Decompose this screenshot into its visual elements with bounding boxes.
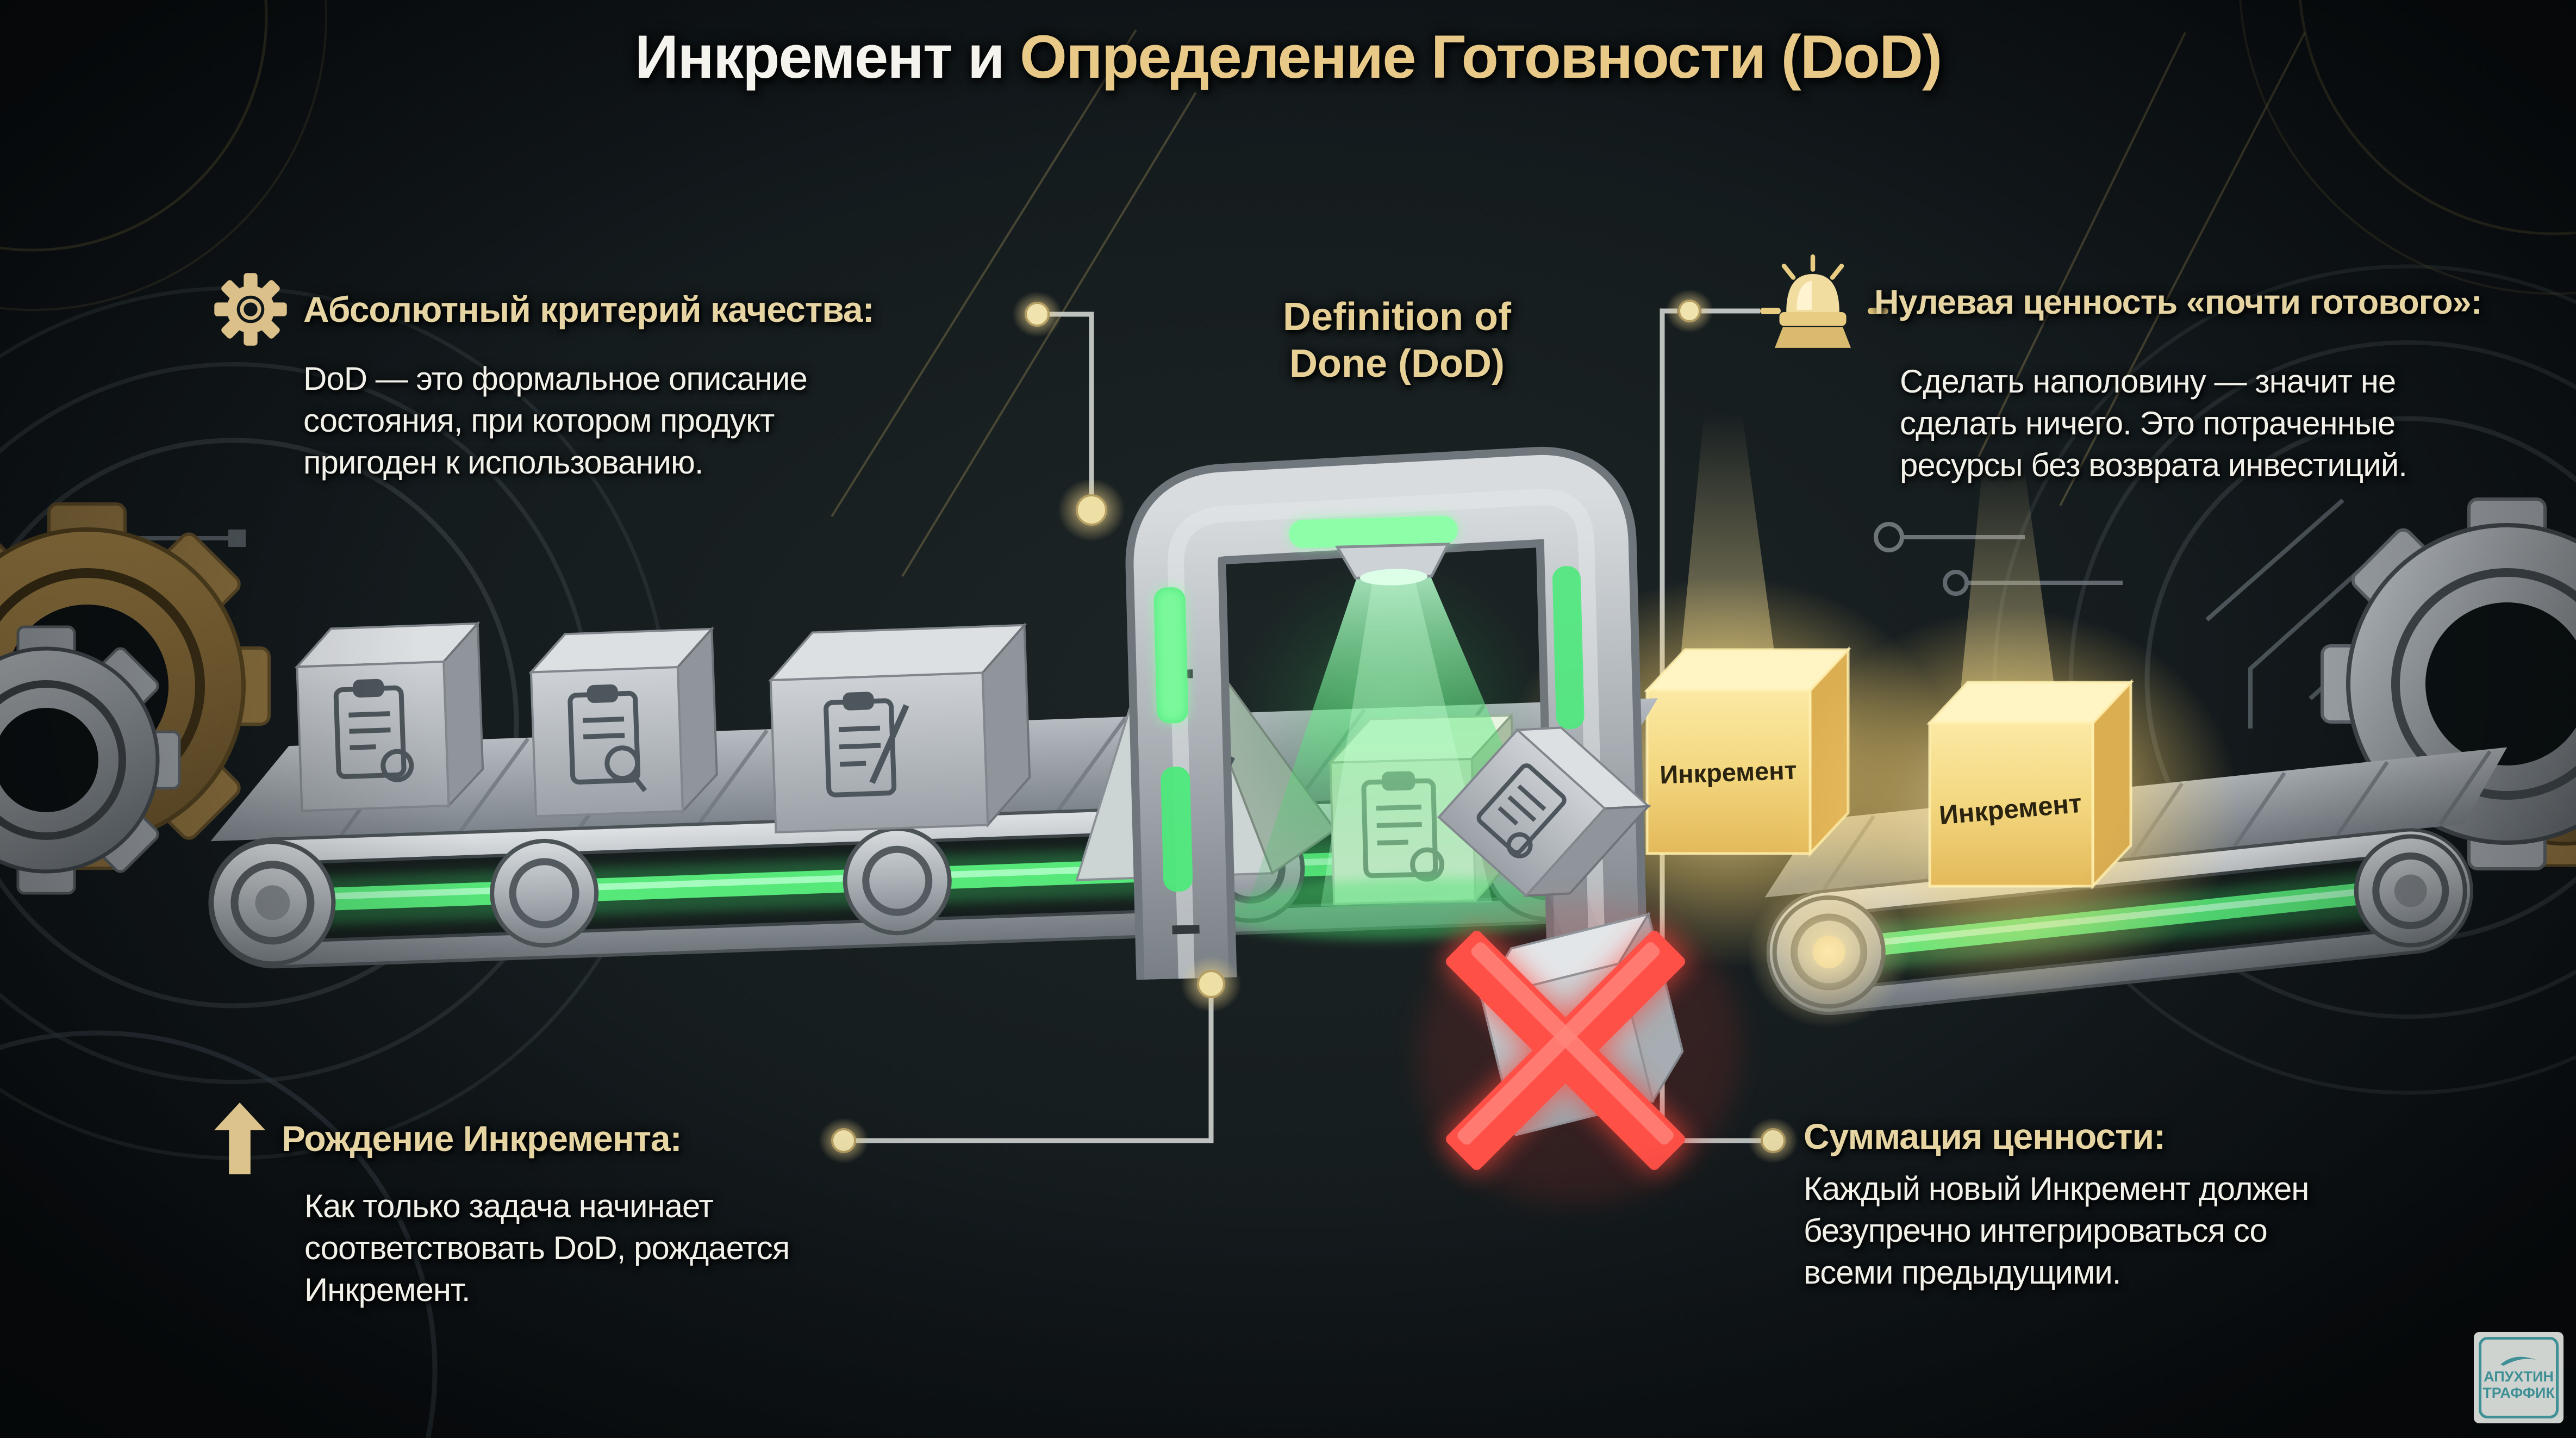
annotation-bottom-left: Рождение Инкремента: Как только задача н… [213,1103,790,1311]
clipboard-search-icon [567,684,647,793]
title-part-gold: Определение Готовности (DoD) [1019,23,1942,91]
annotation-heading: Рождение Инкремента: [282,1118,682,1159]
watermark-badge: АПУХТИН ТРАФФИК [2474,1332,2563,1423]
annotation-top-left: Абсолютный критерий качества: DoD — это … [213,272,875,483]
annotation-heading: Нулевая ценность «почти готового»: [1874,283,2483,321]
annotation-body: Сделать наполовину — значит не сделать н… [1900,363,2407,483]
connector-bottom-left [819,956,1242,1163]
connector-bottom-right [1748,1118,1798,1163]
red-x-icon [1443,927,1688,1173]
annotation-body: Как только задача начинает соответствова… [304,1188,790,1308]
gear-decoration-left [0,502,271,895]
annotation-body: DoD — это формальное описание состояния,… [303,360,808,481]
clipboard-icon [1476,763,1567,858]
definition-of-done-label: Definition of Done (DoD) [1283,295,1511,385]
title-part-white: Инкремент и [634,23,1020,91]
swoosh-icon [2500,1356,2537,1366]
annotation-heading: Абсолютный критерий качества: [303,289,875,329]
connector-top-right [1666,289,1888,333]
watermark-text: ТРАФФИК [2483,1385,2555,1401]
annotation-bottom-right: Суммация ценности: Каждый новый Инкремен… [1804,1116,2309,1293]
page-title: Инкремент и Определение Готовности (DoD) [0,22,2576,92]
gear-icon [214,273,287,346]
clipboard-pen-icon [824,692,909,798]
increment-box-label: Инкремент [1659,756,1797,789]
task-box [528,626,718,818]
annotation-heading: Суммация ценности: [1804,1116,2166,1156]
clipboard-gear-icon [333,678,414,782]
gold-hairlines [831,29,2306,577]
task-box [768,622,1031,834]
tipping-task-box [1437,726,1651,898]
up-arrow-icon [214,1103,266,1174]
reject-sequence [1417,726,1742,1205]
siren-icon [1775,254,1851,348]
watermark-text: АПУХТИН [2484,1368,2554,1385]
gate-neon-lights [1153,516,1585,892]
annotation-body: Каждый новый Инкремент должен безупречно… [1804,1171,2309,1291]
increment-box: Инкремент [1783,451,2240,1000]
annotation-top-right: Нулевая ценность «почти готового»: Сдела… [1767,254,2483,486]
silver-gear [0,625,181,895]
watermark-logo: АПУХТИН ТРАФФИК [2479,1337,2559,1418]
connector-top-left [1012,291,1125,541]
task-box [294,620,484,812]
